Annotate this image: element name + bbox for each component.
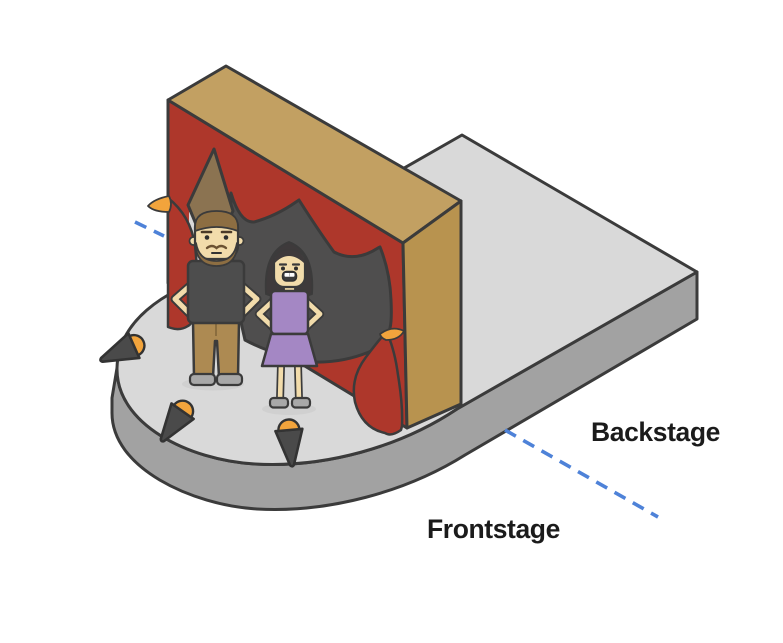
spotlight-cone bbox=[99, 331, 141, 363]
frontstage-backstage-boundary bbox=[134, 220, 659, 519]
woman-shoe-left bbox=[268, 396, 290, 409]
man-shoe-right bbox=[215, 372, 244, 387]
boundary-dash-lower bbox=[504, 428, 659, 519]
woman-legs bbox=[277, 362, 302, 404]
woman-top bbox=[269, 289, 310, 336]
man-shirt bbox=[186, 259, 246, 325]
spotlights bbox=[99, 331, 304, 468]
spotlight-cone bbox=[159, 402, 195, 443]
woman-eye-right bbox=[294, 266, 298, 271]
spotlight-cone bbox=[274, 427, 304, 468]
right-curtain-tieback bbox=[379, 327, 405, 341]
boundary-dash-upper bbox=[134, 220, 165, 238]
woman-skirt bbox=[260, 332, 319, 368]
frontstage-label: Frontstage bbox=[427, 514, 560, 544]
spotlight-right-icon bbox=[274, 418, 304, 468]
man-beard bbox=[195, 242, 238, 267]
spotlight-left-icon bbox=[99, 331, 146, 363]
man-hair bbox=[194, 210, 239, 232]
woman-fringe bbox=[274, 250, 305, 264]
spotlight-lens bbox=[128, 333, 146, 357]
left-curtain-tieback bbox=[147, 195, 172, 213]
woman-eye-left bbox=[281, 266, 285, 271]
right-curtain-drape bbox=[352, 333, 404, 436]
man-shoe-left bbox=[188, 372, 217, 387]
backstage-label: Backstage bbox=[591, 417, 720, 447]
man-character bbox=[170, 210, 262, 387]
man-eye-left bbox=[204, 235, 210, 240]
spotlight-lens bbox=[277, 418, 301, 433]
wall-side-face bbox=[401, 199, 463, 430]
spotlight-lens bbox=[172, 399, 195, 419]
actors bbox=[170, 210, 325, 415]
woman-character bbox=[254, 241, 325, 409]
spotlight-middle-icon bbox=[159, 399, 195, 443]
man-mustache bbox=[205, 244, 228, 250]
woman-shoe-right bbox=[290, 396, 312, 409]
man-eye-right bbox=[223, 235, 229, 240]
